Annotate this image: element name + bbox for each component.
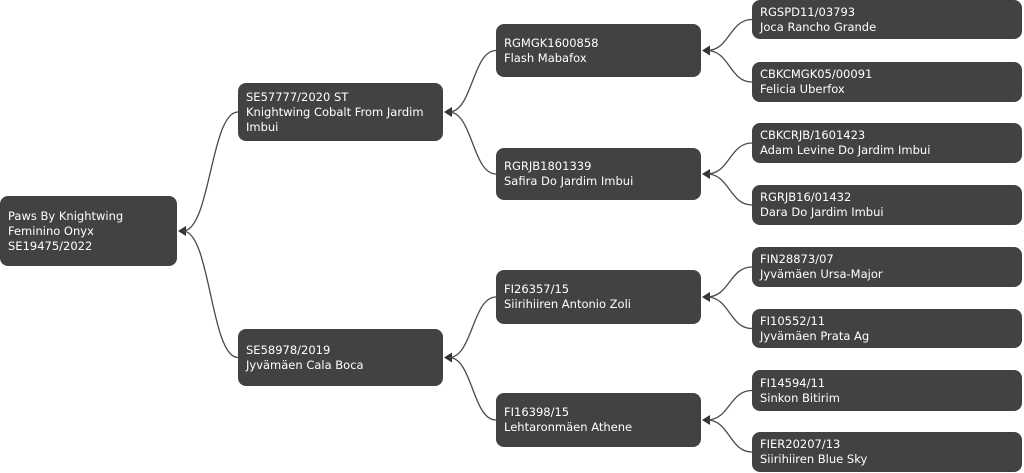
connector-sd-sds xyxy=(706,142,753,175)
connector-dd-ddd xyxy=(706,419,753,453)
arrowhead-ss xyxy=(702,45,710,56)
connector-ss-ssd xyxy=(706,49,753,83)
node-sire-dam-line-1: RGRJB1801339 xyxy=(504,159,592,173)
node-sire-sire-dam[interactable]: CBKCMGK05/00091 Felicia Uberfox xyxy=(752,62,1022,102)
node-dam-sire-dam[interactable]: FI10552/11 Jyvämäen Prata Ag xyxy=(752,309,1022,348)
node-subject-line-1: Paws By Knightwing xyxy=(8,208,124,223)
node-sire-dam[interactable]: RGRJB1801339 Safira Do Jardim Imbui xyxy=(496,148,701,200)
node-subject[interactable]: Paws By Knightwing Feminino Onyx SE19475… xyxy=(0,196,177,266)
connector-ss-sss xyxy=(706,18,753,52)
node-sire-sire-line-1: RGMGK1600858 xyxy=(504,35,599,50)
node-subject-line-2: Feminino Onyx xyxy=(8,223,94,238)
node-dam-dam-dam-line-2: Siirihiiren Blue Sky xyxy=(760,452,868,466)
arrowhead-sd xyxy=(702,169,710,179)
node-dam-sire-dam-line-1: FI10552/11 xyxy=(760,313,826,328)
node-sire-dam-sire-line-1: CBKCRJB/1601423 xyxy=(760,128,866,142)
node-sire-line-2: Knightwing Cobalt From Jardim Imbui xyxy=(246,104,424,134)
node-sire-dam-sire-line-2: Adam Levine Do Jardim Imbui xyxy=(760,143,931,157)
node-dam-line-2: Jyvämäen Cala Boca xyxy=(246,357,364,372)
node-dam-dam-line-1: FI16398/15 xyxy=(504,405,570,419)
connector-ds-dss xyxy=(706,266,753,298)
node-sire-dam-line-2: Safira Do Jardim Imbui xyxy=(504,174,634,188)
node-sire-sire-dam-line-1: CBKCMGK05/00091 xyxy=(760,67,873,81)
node-dam-sire[interactable]: FI26357/15 Siirihiiren Antonio Zoli xyxy=(496,270,701,324)
node-dam-sire-line-2: Siirihiiren Antonio Zoli xyxy=(504,297,631,311)
node-sire-sire-dam-line-2: Felicia Uberfox xyxy=(760,82,845,96)
node-dam-sire-sire-line-1: FIN28873/07 xyxy=(760,252,834,266)
node-sire-dam-dam-line-2: Dara Do Jardim Imbui xyxy=(760,205,884,219)
arrowhead-dam xyxy=(444,352,452,363)
node-dam-sire-sire-line-2: Jyvämäen Ursa-Major xyxy=(760,267,883,281)
node-dam-line-1: SE58978/2019 xyxy=(246,342,331,357)
node-sire-dam-dam[interactable]: RGRJB16/01432 Dara Do Jardim Imbui xyxy=(752,185,1022,225)
node-sire-sire-sire-line-2: Joca Rancho Grande xyxy=(760,19,877,34)
arrowhead-dd xyxy=(702,415,710,425)
node-sire-sire[interactable]: RGMGK1600858 Flash Mabafox xyxy=(496,24,701,77)
node-dam-dam[interactable]: FI16398/15 Lehtaronmäen Athene xyxy=(496,393,701,447)
connector-sire-ss xyxy=(448,49,497,113)
node-sire[interactable]: SE57777/2020 ST Knightwing Cobalt From J… xyxy=(238,83,443,141)
node-dam-dam-dam[interactable]: FIER20207/13 Siirihiiren Blue Sky xyxy=(752,432,1022,472)
connector-subject-dam xyxy=(182,230,239,359)
node-dam-dam-sire-line-1: FI14594/11 xyxy=(760,375,826,390)
node-sire-sire-line-2: Flash Mabafox xyxy=(504,50,587,65)
connector-sire-sd xyxy=(448,111,497,175)
node-dam-sire-sire[interactable]: FIN28873/07 Jyvämäen Ursa-Major xyxy=(752,247,1022,287)
connector-dd-dds xyxy=(706,389,753,421)
node-subject-line-3: SE19475/2022 xyxy=(8,238,93,253)
connector-sd-sdd xyxy=(706,173,753,206)
node-sire-line-1: SE57777/2020 ST xyxy=(246,89,349,104)
connector-ds-dsd xyxy=(706,296,753,330)
arrowhead-sire xyxy=(444,107,452,117)
connector-dam-ds xyxy=(448,296,497,359)
arrowhead-ds xyxy=(702,292,710,302)
connector-subject-sire xyxy=(182,111,239,232)
node-dam-dam-sire[interactable]: FI14594/11 Sinkon Bitirim xyxy=(752,370,1022,411)
node-dam-dam-dam-line-1: FIER20207/13 xyxy=(760,437,841,451)
node-dam-dam-sire-line-2: Sinkon Bitirim xyxy=(760,390,840,405)
node-sire-dam-sire[interactable]: CBKCRJB/1601423 Adam Levine Do Jardim Im… xyxy=(752,123,1022,163)
node-dam-dam-line-2: Lehtaronmäen Athene xyxy=(504,420,633,434)
node-sire-sire-sire[interactable]: RGSPD11/03793 Joca Rancho Grande xyxy=(752,0,1022,39)
node-sire-sire-sire-line-1: RGSPD11/03793 xyxy=(760,4,856,19)
node-dam-sire-line-1: FI26357/15 xyxy=(504,282,570,296)
node-dam-sire-dam-line-2: Jyvämäen Prata Ag xyxy=(760,328,870,343)
connector-dam-dd xyxy=(448,356,497,421)
node-sire-dam-dam-line-1: RGRJB16/01432 xyxy=(760,190,852,204)
node-dam[interactable]: SE58978/2019 Jyvämäen Cala Boca xyxy=(238,329,443,386)
arrowhead-subject xyxy=(178,226,186,236)
